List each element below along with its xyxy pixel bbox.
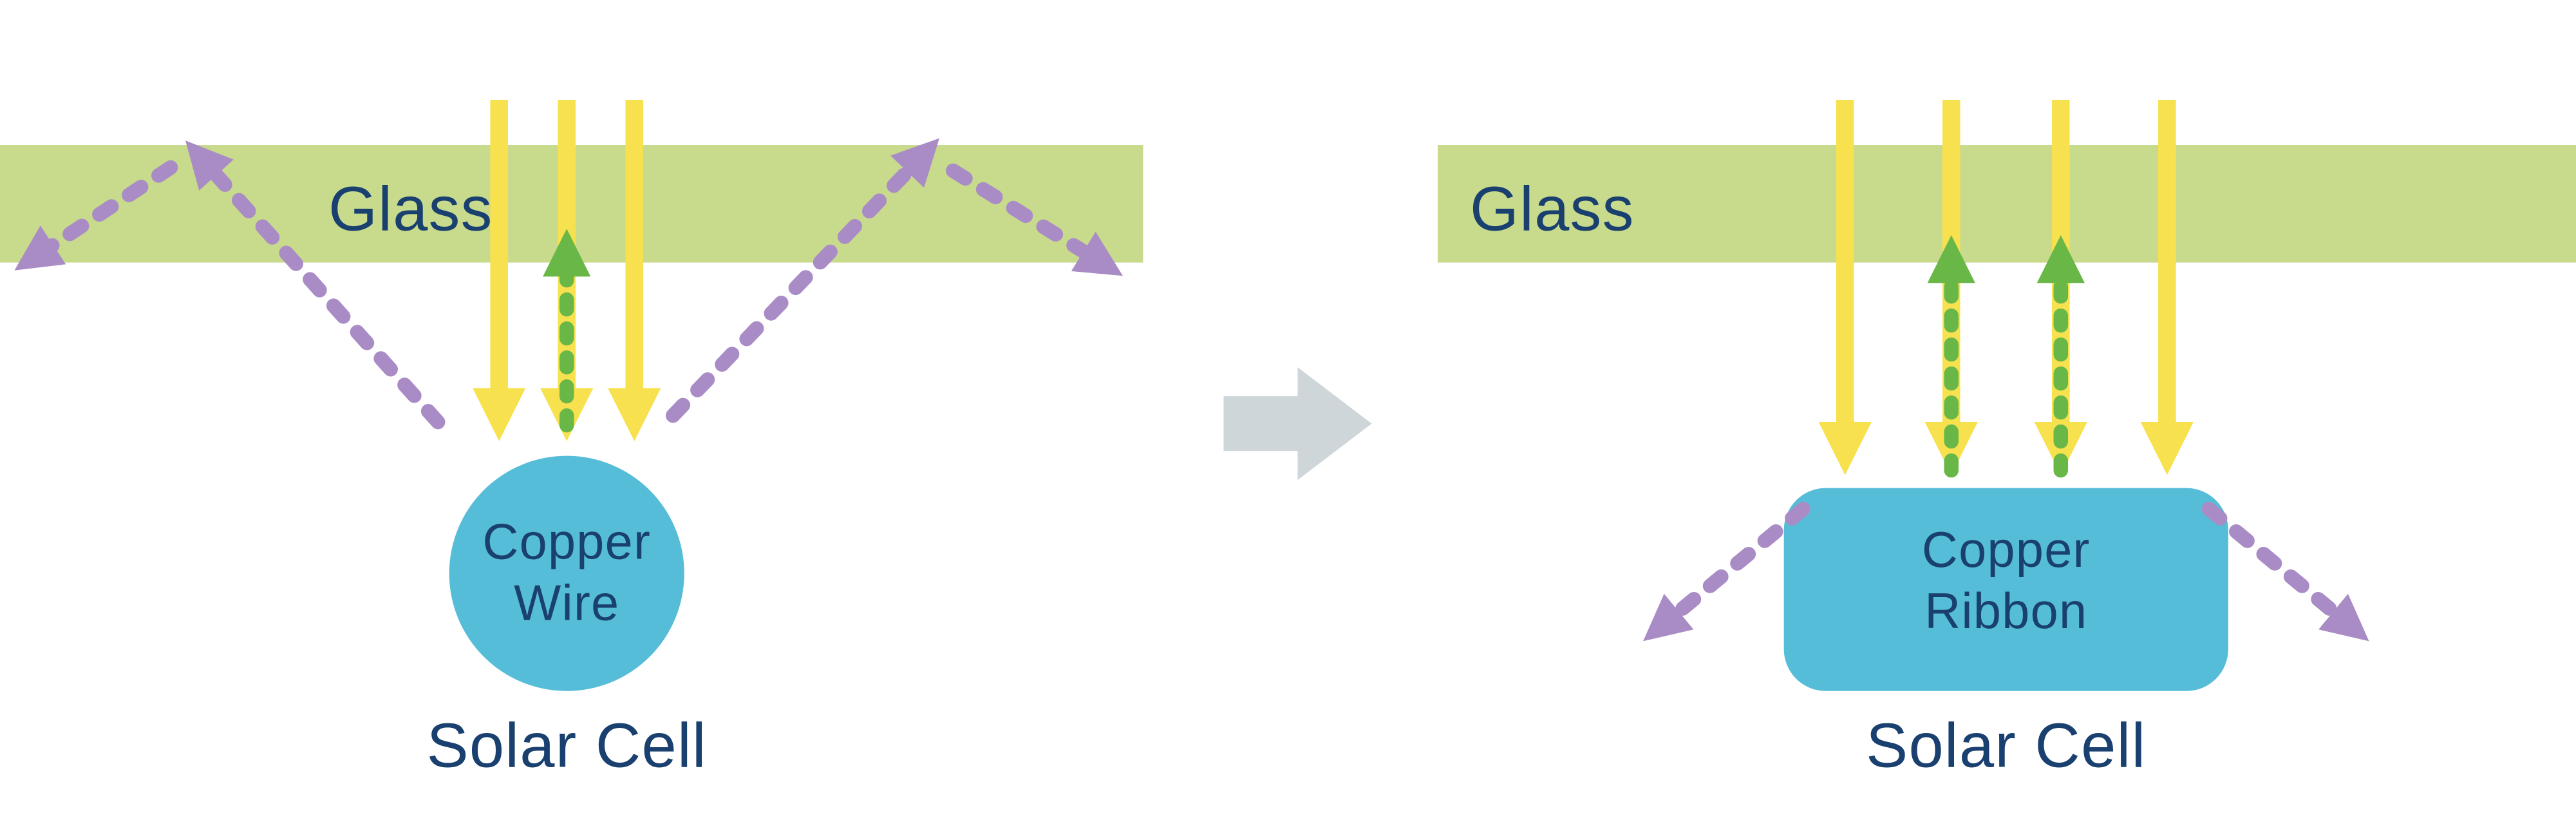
scattered-light-down-left-icon — [1643, 501, 1810, 642]
scattered-light-out-left-icon — [14, 160, 178, 271]
scattered-light-up-left-icon — [185, 140, 446, 430]
solar-cell-caption: Solar Cell — [427, 710, 707, 780]
glass-label: Glass — [328, 174, 493, 244]
glass-layer — [1438, 145, 2576, 263]
scattered-light-out-right-icon — [946, 163, 1123, 276]
right-diagram: Glass Copper Ribbon Solar Cell — [1438, 100, 2576, 780]
copper-ribbon-label-line1: Copper — [1922, 522, 2091, 578]
scattered-light-down-right-icon — [2201, 501, 2369, 642]
copper-ribbon-label-line2: Ribbon — [1924, 584, 2087, 639]
left-diagram: Glass Copper Wire Solar Cell — [0, 100, 1143, 780]
copper-ribbon — [1783, 488, 2228, 691]
copper-wire-label-line1: Copper — [482, 515, 651, 570]
copper-wire — [449, 455, 684, 691]
copper-wire-label-line2: Wire — [514, 576, 619, 631]
transition-arrow-icon — [1223, 367, 1372, 481]
solar-cell-caption: Solar Cell — [1866, 710, 2146, 780]
scattered-light-up-right-icon — [666, 138, 940, 423]
glass-label: Glass — [1470, 174, 1635, 244]
